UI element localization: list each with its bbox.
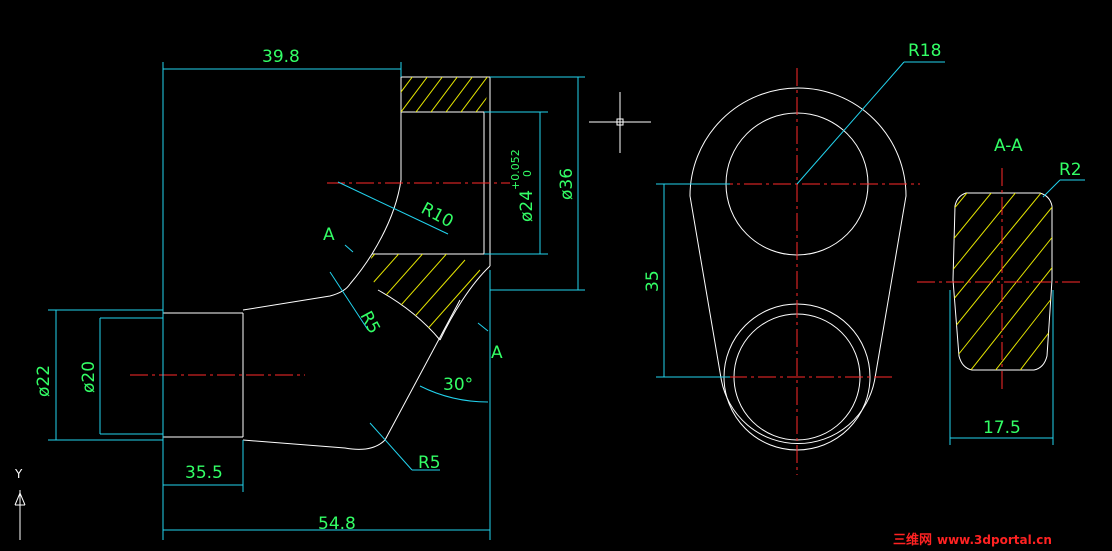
section-outline [952, 192, 1053, 371]
hatch-mid [370, 254, 490, 340]
dim-54-8: 54.8 [318, 514, 356, 534]
dim-r18: R18 [908, 41, 941, 61]
arm-outer-edge [384, 299, 461, 441]
r2-leader [1042, 179, 1061, 198]
ucs-y-label: Y [14, 467, 23, 481]
dim-r10: R10 [418, 199, 457, 232]
ucs-icon [14, 490, 26, 540]
outline-body [689, 87, 907, 379]
dim-d36: ø36 [557, 168, 577, 200]
dim-r5-inner: R5 [356, 308, 384, 337]
r5-outer-leader [369, 422, 413, 471]
r10-fillet [371, 179, 402, 255]
tol-upper: +0.052 [509, 149, 522, 190]
r5-inner-leader [329, 271, 369, 331]
front-view-dimensions [656, 61, 945, 378]
inner-curve [377, 289, 441, 341]
crosshair-cursor-icon [589, 92, 651, 153]
dim-35-5: 35.5 [185, 463, 223, 483]
left-view-dimensions [48, 62, 585, 540]
inner-blend [349, 253, 373, 285]
front-view [657, 68, 920, 475]
cut-marker-a-left: A [323, 225, 335, 245]
dim-d22: ø22 [34, 365, 54, 397]
angle-arc [419, 385, 489, 403]
dim-39-8: 39.8 [262, 47, 300, 67]
section-a-a [917, 168, 1082, 392]
section-dimensions [949, 179, 1085, 445]
neck-upper-edge [242, 283, 351, 311]
r18-leader [796, 61, 905, 185]
r10-leader [337, 181, 449, 235]
dim-d24: ø24 [517, 190, 537, 222]
dim-r2: R2 [1059, 160, 1082, 180]
neck-lower-edge [242, 439, 386, 450]
dim-17-5: 17.5 [983, 418, 1021, 438]
dim-angle: 30° [443, 375, 473, 395]
section-label: A-A [994, 136, 1023, 156]
arm-upper-blend [439, 265, 491, 341]
watermark-cn: 三维网 [893, 532, 932, 548]
cut-marker-a-right: A [491, 343, 503, 363]
dim-35: 35 [643, 270, 663, 292]
watermark-url: www.3dportal.cn [937, 533, 1052, 547]
hatch-top [401, 77, 490, 112]
tol-lower: 0 [521, 170, 534, 177]
dim-d20: ø20 [79, 361, 99, 393]
dim-r5-outer: R5 [418, 453, 441, 473]
